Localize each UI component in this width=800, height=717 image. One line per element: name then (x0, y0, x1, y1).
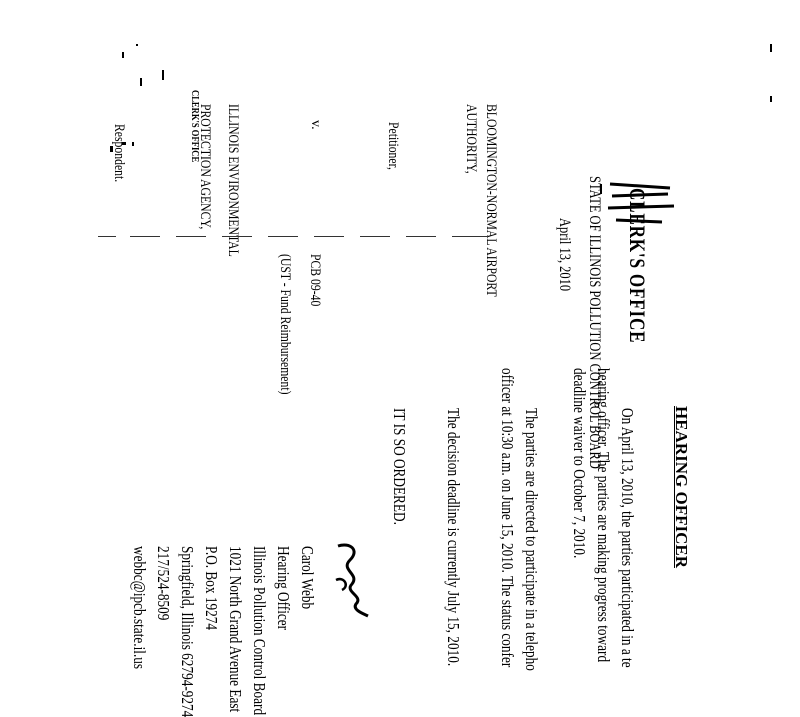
caption-separator-1 (98, 236, 116, 237)
scan-speck (136, 44, 138, 46)
signature-po-box: P.O. Box 19274 (202, 546, 221, 630)
petitioner-name-line-2: AUTHORITY, (463, 104, 479, 174)
paragraph-1-line-1: On April 13, 2010, the parties participa… (618, 408, 637, 668)
scan-speck (162, 70, 164, 80)
signature-city: Springfield, Illinois 62794-9274 (178, 546, 197, 717)
signature-agency: Illinois Pollution Control Board (250, 546, 269, 716)
caption-separator-6 (314, 236, 344, 237)
case-number: PCB 09-40 (307, 254, 323, 307)
caption-separator-5 (268, 236, 298, 237)
petitioner-role: Petitioner, (385, 122, 401, 170)
scan-speck (770, 44, 772, 52)
scan-header-fragment: CLERK'S OFFICE (189, 90, 201, 163)
scan-speck (122, 52, 124, 58)
stamp-ink-smudge-icon (607, 182, 675, 224)
respondent-role: Respondent. (111, 124, 127, 183)
scan-speck (600, 184, 602, 194)
signature-street: 1021 North Grand Avenue East (226, 546, 245, 713)
respondent-name-line-1: ILLINOIS ENVIRONMENTAL (225, 104, 241, 257)
signature-phone: 217/524-8509 (154, 546, 173, 621)
case-type: (UST - Fund Reimbursement) (277, 254, 293, 395)
hearing-officer-heading: HEARING OFFICER (672, 406, 691, 568)
versus-label: v. (308, 120, 323, 130)
signature-name: Carol Webb (298, 546, 317, 610)
paragraph-3: The decision deadline is currently July … (444, 408, 463, 667)
scan-speck (122, 142, 126, 145)
scan-speck (132, 142, 134, 146)
paragraph-2-line-2: officer at 10:30 a.m. on June 15, 2010. … (498, 368, 517, 668)
stamp-date: April 13, 2010 (556, 218, 573, 292)
caption-separator-8 (406, 236, 436, 237)
signature-scribble-icon (335, 543, 369, 618)
signature-title: Hearing Officer (274, 546, 293, 631)
caption-separator-3 (176, 236, 206, 237)
scan-speck (140, 78, 142, 86)
caption-separator-7 (360, 236, 390, 237)
so-ordered: IT IS SO ORDERED. (390, 408, 409, 525)
petitioner-name-line-1: BLOOMINGTON-NORMAL AIRPORT (483, 104, 499, 297)
scan-speck (110, 146, 113, 152)
caption-separator-2 (130, 236, 160, 237)
signature-email: webbc@ipcb.state.il.us (130, 546, 149, 670)
caption-separator-4 (222, 236, 252, 237)
paragraph-2-line-1: The parties are directed to participate … (522, 408, 541, 671)
scan-speck (770, 96, 772, 102)
caption-separator-9 (452, 236, 488, 237)
